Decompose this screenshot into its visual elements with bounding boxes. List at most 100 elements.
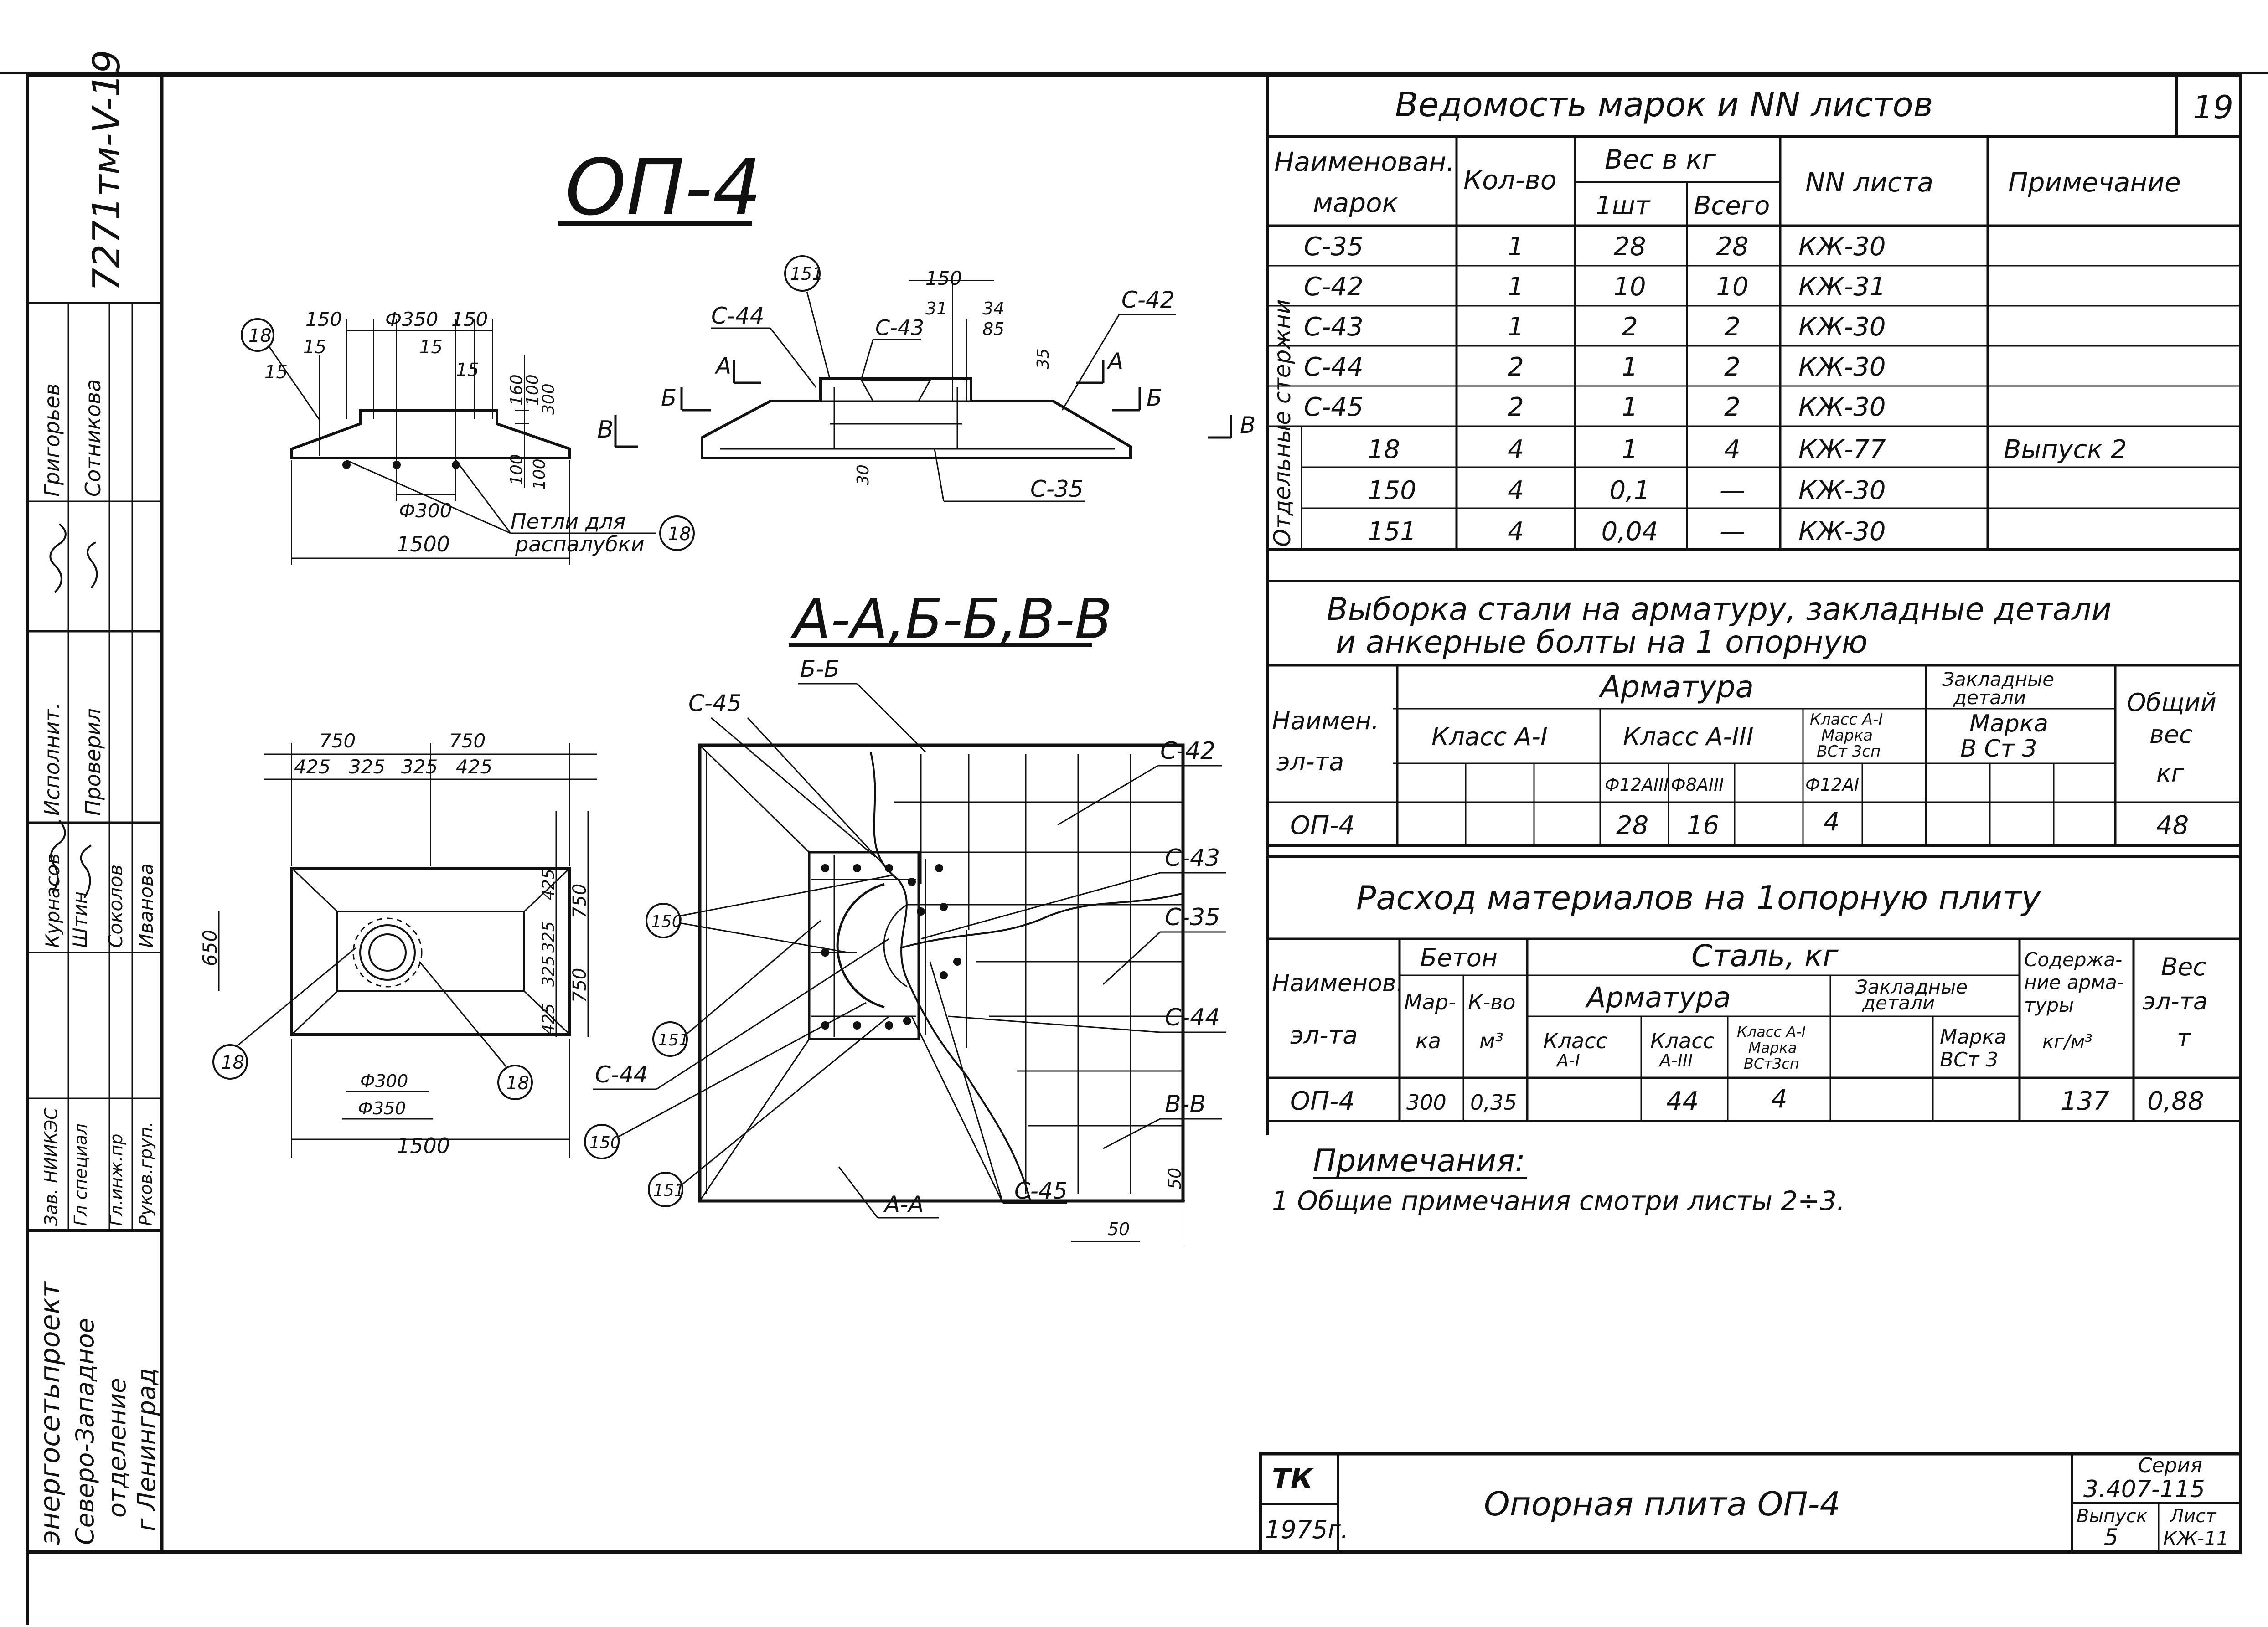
dim: 425 [294,756,331,778]
mat-h-cont4: кг/м³ [2042,1030,2092,1053]
material-table: Расход материалов на 1опорную плиту Наим… [1267,855,2242,1122]
mat-row-name: ОП-4 [1290,1086,1355,1116]
dim: 100 [523,374,542,406]
mat-row-w: 0,88 [2147,1086,2204,1116]
stamp-role: Гл специал [71,1123,91,1226]
marks-cell-qty: 4 [1508,517,1524,546]
marks-cell-name: 18 [1368,435,1400,464]
steel-row-total: 48 [2156,811,2189,840]
mat-h-arm: Арматура [1585,981,1731,1014]
dim: 34 [982,299,1004,319]
col-sheets: NN листа [1805,167,1933,198]
steel-h-mark2: В Ст 3 [1960,735,2037,762]
marks-cell-qty: 4 [1508,476,1524,505]
marks-cell-wall: 10 [1716,272,1748,302]
mat-h-concrete: Бетон [1420,943,1498,972]
hole-inner [368,933,407,972]
steel-title1: Выборка стали на арматуру, закладные дет… [1327,592,2112,628]
stamp-name: Сотникова [81,379,105,497]
mark-label: С-44 [595,1061,648,1088]
steel-row-v3: 4 [1824,807,1840,837]
marks-cell-wall: 28 [1716,232,1748,262]
dim: 35 [1034,348,1053,369]
steel-h-total3: кг [2156,759,2185,788]
mat-h-em2: ВСт 3 [1940,1048,1999,1071]
sheet-number: 19 [2193,89,2233,126]
tb-series: 3.407-115 [2083,1476,2205,1503]
marks-cell-w1: 1 [1622,435,1638,464]
dim: 325 [539,921,558,953]
callout-circle [646,903,681,938]
marks-cell-name: С-35 [1304,232,1364,262]
signature [50,819,66,894]
steel-sub2: Ф8АIII [1671,775,1724,795]
marks-cell-wall: 4 [1724,435,1741,464]
dim: 150 [451,308,488,330]
dim: 1500 [397,1133,450,1158]
marks-cell-qty: 4 [1508,435,1524,464]
steel-sub1: Ф12АIII [1605,775,1669,795]
col-qty: Кол-во [1463,165,1556,196]
drawing-title: ОП-4 [565,143,762,233]
mat-h-mark2: ка [1416,1029,1441,1053]
steel-row-v1: 28 [1616,811,1648,840]
marks-cell-w1: 1 [1622,352,1638,382]
stamp-role: Зав. НИИКЭС [41,1107,61,1226]
mat-h-emb: Закладные [1855,976,1968,998]
steel-h-total: Общий [2127,688,2216,717]
mark-label: С-42 [1121,287,1175,313]
marks-cell-wall: 2 [1724,352,1741,382]
marks-cell-wall: 2 [1724,312,1741,342]
hole-dashed [352,917,423,988]
callout-label: 150 [651,912,682,931]
mat-h-emb2: детали [1862,992,1935,1014]
callout-circle [241,318,274,352]
section-label: Б-Б [800,656,840,682]
marks-cell-qty: 1 [1508,272,1524,302]
section-mark: В [1240,412,1255,438]
org-line4: г Ленинград [132,1368,161,1531]
marks-cell-qty: 1 [1508,232,1524,262]
marks-cell-sheet: КЖ-30 [1798,352,1886,382]
marks-cell-sheet: КЖ-30 [1798,232,1886,262]
side-stamp: 7271тм-V-19 Григорьев Сотникова Исполнит… [27,50,162,1545]
mat-row-a3: 44 [1666,1086,1699,1116]
mat-h-w3: т [2177,1025,2191,1052]
dim: 1500 [397,532,450,556]
section-mark: А [1106,348,1123,375]
signature [49,523,67,593]
marks-cell-wall: 2 [1724,392,1741,422]
stamp-role: Гл.инж.пр [106,1134,126,1226]
section-label: А-А [883,1191,924,1218]
section-label: В-В [1165,1091,1206,1118]
tb-tk: ТК [1272,1463,1314,1495]
marks-cell-name: С-44 [1304,352,1364,382]
stamp-name: Иванова [135,863,157,948]
mat-h-mark: Мар- [1404,990,1456,1014]
rebar-dot [393,461,401,469]
marks-cell-sheet: КЖ-30 [1798,476,1886,505]
dim: 15 [456,360,479,381]
col-wall: Всего [1694,191,1770,221]
dim: 750 [319,730,356,752]
dim: 425 [539,869,558,900]
steel-row-name: ОП-4 [1290,811,1355,840]
mat-row-mark: 300 [1406,1090,1447,1115]
mat-h-c1b: А-I [1555,1050,1580,1071]
mat-row-qty: 0,35 [1470,1090,1517,1115]
mat-h-cont: Содержа- [2024,948,2122,971]
col-note: Примечание [2008,167,2181,198]
marks-cell-name: С-43 [1304,312,1364,342]
mat-h-w2: эл-та [2143,988,2208,1015]
dim: 325 [539,955,558,987]
marks-cell-note: Выпуск 2 [2004,435,2127,464]
tb-sheet-label: Лист [2169,1506,2217,1527]
dim: 100 [507,454,526,485]
break-line [870,752,1031,1201]
mark-label: С-44 [1165,1004,1220,1031]
callout-circle [212,1044,248,1080]
callout-circle [648,1172,683,1207]
marks-cell-w1: 0,04 [1602,517,1658,546]
